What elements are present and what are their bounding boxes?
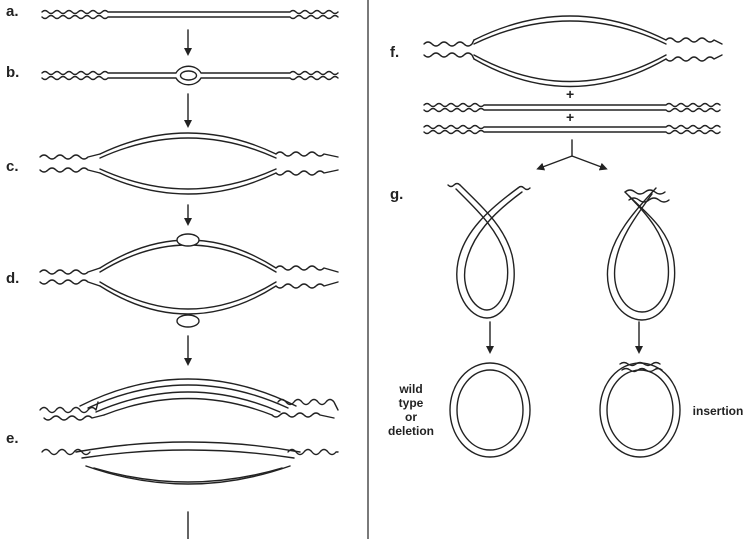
step-e-lower-arc-2: [82, 450, 294, 458]
step-b-duplex: [42, 66, 338, 85]
plus-sign-1: +: [566, 86, 574, 102]
step-d-bubble-bottom: [177, 315, 199, 327]
step-e-lower-crescent: [42, 442, 338, 484]
step-b-bubble: [181, 71, 197, 80]
circle-insertion-inner: [607, 370, 673, 450]
step-e-upper-wave-right-2: [272, 413, 334, 418]
step-c-wave-lower-left: [40, 168, 100, 173]
step-f-arc-top-inner: [474, 21, 666, 44]
step-e-upper-arc-2: [88, 385, 288, 408]
outcome-wild-type-label: wild type or deletion: [380, 382, 442, 438]
step-f-duplex1-top: [424, 104, 720, 107]
circle-insertion: [600, 363, 680, 458]
step-g-left-loop: [448, 184, 530, 319]
label-e: e.: [6, 430, 19, 447]
label-c: c.: [6, 158, 19, 175]
step-g-right-loop: [607, 188, 674, 320]
step-d-bubble-top: [177, 234, 199, 246]
step-f-arc-bottom-outer: [474, 59, 666, 87]
outcome-insertion-label: insertion: [688, 404, 748, 418]
step-a-strand-top: [42, 11, 338, 14]
step-c-wave-upper-left: [40, 154, 100, 159]
outcome-wild-line-1: wild: [380, 382, 442, 396]
circle-insertion-outer: [600, 363, 680, 457]
right-loop-inner: [615, 194, 669, 312]
step-e-upper-arc-4: [104, 399, 272, 416]
step-c-eye: [40, 133, 338, 194]
step-d-wave-upper-left: [40, 268, 100, 274]
label-b: b.: [6, 64, 19, 81]
step-c-arc-top-outer: [100, 133, 276, 154]
step-e-lower-arc-4: [94, 468, 282, 482]
step-f-wave-lower-right: [666, 55, 722, 61]
step-d-wave-upper-right: [276, 266, 338, 272]
left-loop-tail-left: [448, 184, 460, 187]
step-f-arc-top-outer: [474, 16, 666, 40]
step-c-wave-lower-right: [276, 170, 338, 175]
step-a-duplex: [42, 11, 338, 19]
step-f-linear-duplex-2: [424, 126, 720, 134]
step-d-arc-top-inner: [100, 245, 276, 272]
plus-sign-2: +: [566, 109, 574, 125]
step-f-duplex2-top: [424, 126, 720, 129]
step-f-wave-upper-left: [424, 40, 474, 46]
step-d-arc-bottom-inner: [100, 282, 276, 309]
step-c-wave-upper-right: [276, 152, 338, 157]
label-a: a.: [6, 3, 19, 20]
circle-wild-type: [450, 363, 530, 457]
step-f-wave-lower-left: [424, 53, 474, 59]
step-d-wave-lower-left: [40, 280, 100, 286]
outcome-wild-line-4: deletion: [380, 424, 442, 438]
step-f-duplex2-bottom: [424, 131, 720, 134]
label-f: f.: [390, 44, 399, 61]
label-d: d.: [6, 270, 19, 287]
split-arrow: [540, 140, 604, 168]
step-e-upper-wave-left-2: [44, 415, 104, 420]
step-c-arc-bottom-outer: [100, 173, 276, 194]
step-d-wave-lower-right: [276, 282, 338, 288]
step-e-upper-crescent: [40, 379, 338, 420]
step-e-lower-wave-right: [288, 450, 338, 455]
outcome-wild-line-2: type: [380, 396, 442, 410]
step-c-arc-top-inner: [100, 138, 276, 158]
step-d-eye: [40, 234, 338, 327]
outcome-wild-line-3: or: [380, 410, 442, 424]
step-f-wave-upper-right: [666, 38, 722, 44]
circle-wild-type-outer: [450, 363, 530, 457]
left-loop-tail-right: [518, 187, 530, 190]
step-d-arc-bottom-outer: [100, 286, 276, 314]
label-g: g.: [390, 186, 403, 203]
step-a-strand-bottom: [42, 16, 338, 19]
circle-wild-type-inner: [457, 370, 523, 450]
step-f-arc-bottom-inner: [474, 55, 666, 82]
step-c-arc-bottom-inner: [100, 169, 276, 189]
left-loop-outer: [457, 185, 518, 318]
step-f-eye: [424, 16, 722, 87]
